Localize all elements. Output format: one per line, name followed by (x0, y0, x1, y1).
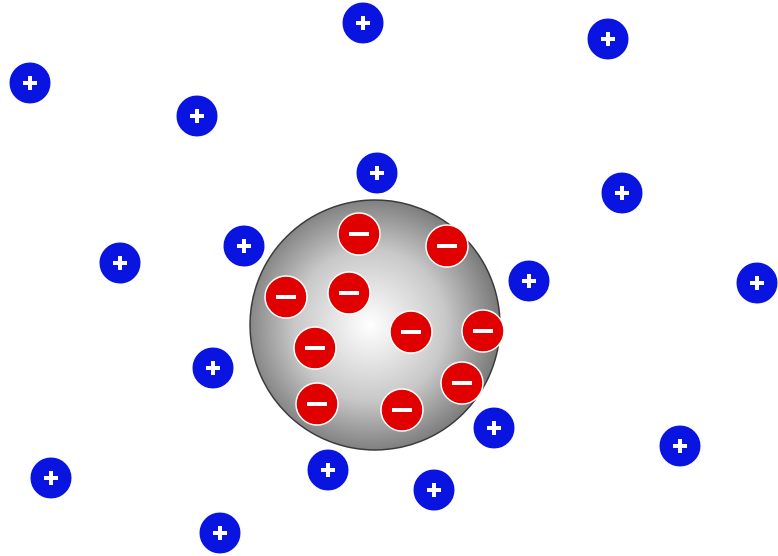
positive-charge (198, 511, 242, 555)
negative-charge (461, 309, 505, 353)
plus-icon (113, 256, 127, 270)
positive-charge (600, 171, 644, 215)
plus-icon (321, 463, 335, 477)
plus-icon (750, 276, 764, 290)
positive-charge (507, 259, 551, 303)
positive-charge (8, 61, 52, 105)
negative-charge (327, 271, 371, 315)
plus-icon (487, 421, 501, 435)
positive-charge (355, 151, 399, 195)
negative-charge (440, 361, 484, 405)
plus-icon (23, 76, 37, 90)
positive-charge (735, 261, 778, 305)
positive-charge (29, 456, 73, 500)
positive-charge (306, 448, 350, 492)
positive-charge (222, 224, 266, 268)
negative-charge (293, 326, 337, 370)
plus-icon (206, 361, 220, 375)
plus-icon (427, 483, 441, 497)
positive-charge (472, 406, 516, 450)
positive-charge (175, 94, 219, 138)
plus-icon (190, 109, 204, 123)
plus-icon (44, 471, 58, 485)
positive-charge (98, 241, 142, 285)
plus-icon (370, 166, 384, 180)
plus-icon (673, 439, 687, 453)
positive-charges (8, 1, 778, 555)
positive-charge (412, 468, 456, 512)
positive-charge (341, 1, 385, 45)
positive-charge (586, 17, 630, 61)
negative-charges (264, 212, 505, 432)
negative-charge (295, 382, 339, 426)
negative-charge (389, 310, 433, 354)
plus-icon (615, 186, 629, 200)
positive-charge (191, 346, 235, 390)
plus-icon (356, 16, 370, 30)
plus-icon (522, 274, 536, 288)
plus-icon (237, 239, 251, 253)
negative-charge (264, 275, 308, 319)
negative-charge (337, 212, 381, 256)
plus-icon (213, 526, 227, 540)
plus-icon (601, 32, 615, 46)
positive-charge (658, 424, 702, 468)
negative-charge (425, 224, 469, 268)
negative-charge (380, 388, 424, 432)
